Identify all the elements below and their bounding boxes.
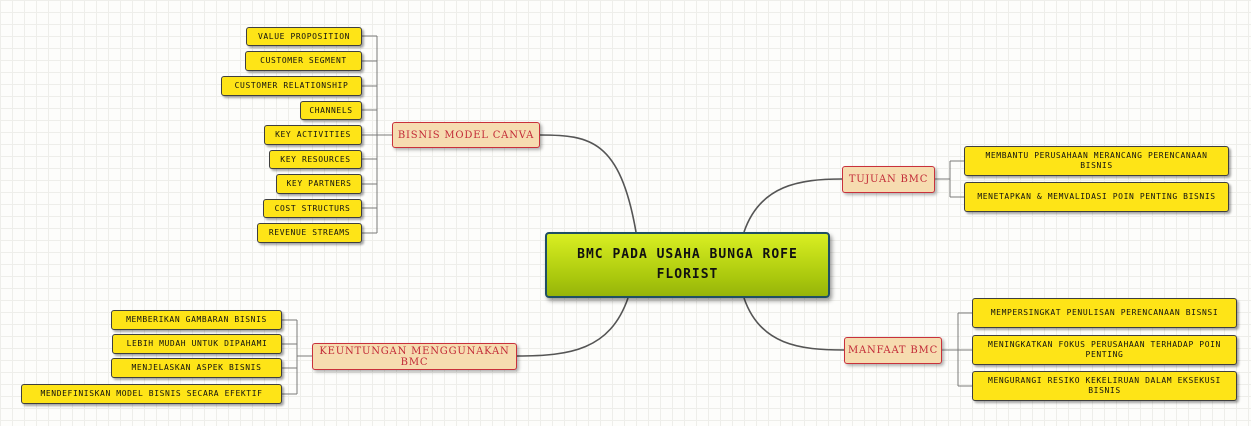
leaf-value-proposition[interactable]: VALUE PROPOSITION xyxy=(246,27,362,46)
branch-label: MANFAAT BMC xyxy=(847,345,939,356)
leaf-label: VALUE PROPOSITION xyxy=(257,31,351,41)
leaf-customer-segment[interactable]: CUSTOMER SEGMENT xyxy=(245,51,362,71)
leaf-menjelaskan-aspek-bisnis[interactable]: MENJELASKAN ASPEK BISNIS xyxy=(111,358,282,378)
branch-tujuan-bmc[interactable]: TUJUAN BMC xyxy=(842,166,935,193)
leaf-membantu-perusahaan[interactable]: MEMBANTU PERUSAHAAN MERANCANG PERENCANAA… xyxy=(964,146,1229,176)
branch-label: TUJUAN BMC xyxy=(848,174,929,185)
leaf-label: MENINGKATKAN FOKUS PERUSAHAAN TERHADAP P… xyxy=(988,340,1221,359)
root-topic[interactable]: BMC PADA USAHA BUNGA ROFE FLORIST xyxy=(545,232,830,298)
leaf-label: CUSTOMER SEGMENT xyxy=(260,56,347,65)
leaf-label: REVENUE STREAMS xyxy=(268,228,351,237)
link-root-keuntungan xyxy=(516,297,629,357)
leaf-label: COST STRUCTURS xyxy=(274,203,351,213)
leaf-mendefiniskan-model-bisnis[interactable]: MENDEFINISKAN MODEL BISNIS SECARA EFEKTI… xyxy=(21,384,282,404)
leaf-key-partners[interactable]: KEY PARTNERS xyxy=(276,174,362,194)
leaf-label: MEMBERIKAN GAMBARAN BISNIS xyxy=(126,315,267,324)
branch-bisnis-model-canva[interactable]: BISNIS MODEL CANVA xyxy=(392,122,540,148)
leaf-label: KEY PARTNERS xyxy=(286,179,352,188)
leaf-label: MENGURANGI RESIKO KEKELIRUAN DALAM EKSEK… xyxy=(988,376,1221,395)
leaf-label: LEBIH MUDAH UNTUK DIPAHAMI xyxy=(126,339,268,348)
leaf-customer-relationship[interactable]: CUSTOMER RELATIONSHIP xyxy=(221,76,362,96)
leaf-mengurangi-resiko[interactable]: MENGURANGI RESIKO KEKELIRUAN DALAM EKSEK… xyxy=(972,371,1237,401)
leaf-label: MENETAPKAN & MEMVALIDASI POIN PENTING BI… xyxy=(977,192,1216,201)
leaf-label: CHANNELS xyxy=(309,105,353,115)
leaf-menetapkan-memvalidasi[interactable]: MENETAPKAN & MEMVALIDASI POIN PENTING BI… xyxy=(964,182,1229,212)
branch-label: BISNIS MODEL CANVA xyxy=(397,129,535,141)
leaf-cost-structurs[interactable]: COST STRUCTURS xyxy=(263,199,362,218)
branch-keuntungan-menggunakan-bmc[interactable]: KEUNTUNGAN MENGGUNAKAN BMC xyxy=(312,343,517,370)
leaf-key-resources[interactable]: KEY RESOURCES xyxy=(269,150,362,169)
leaf-revenue-streams[interactable]: REVENUE STREAMS xyxy=(257,223,362,243)
leaf-label: MENDEFINISKAN MODEL BISNIS SECARA EFEKTI… xyxy=(40,389,263,398)
leaf-mempersingkat-penulisan[interactable]: MEMPERSINGKAT PENULISAN PERENCANAAN BISN… xyxy=(972,298,1237,328)
link-root-tujuan xyxy=(743,178,843,233)
branch-label: KEUNTUNGAN MENGGUNAKAN BMC xyxy=(319,345,510,368)
leaf-label: KEY RESOURCES xyxy=(280,154,351,164)
leaf-label: MENJELASKAN ASPEK BISNIS xyxy=(131,363,262,372)
leaf-label: CUSTOMER RELATIONSHIP xyxy=(234,81,349,90)
leaf-key-activities[interactable]: KEY ACTIVITIES xyxy=(264,125,362,145)
leaf-label: MEMPERSINGKAT PENULISAN PERENCANAAN BISN… xyxy=(990,308,1219,317)
link-root-bisnis xyxy=(539,134,637,233)
leaf-lebih-mudah-dipahami[interactable]: LEBIH MUDAH UNTUK DIPAHAMI xyxy=(112,334,282,354)
leaf-memberikan-gambaran-bisnis[interactable]: MEMBERIKAN GAMBARAN BISNIS xyxy=(111,310,282,330)
leaf-label: KEY ACTIVITIES xyxy=(275,130,351,139)
root-topic-label: BMC PADA USAHA BUNGA ROFE FLORIST xyxy=(577,247,798,282)
leaf-meningkatkan-fokus[interactable]: MENINGKATKAN FOKUS PERUSAHAAN TERHADAP P… xyxy=(972,335,1237,365)
link-root-manfaat xyxy=(743,297,845,351)
leaf-channels[interactable]: CHANNELS xyxy=(300,101,362,120)
branch-manfaat-bmc[interactable]: MANFAAT BMC xyxy=(844,337,942,364)
leaf-label: MEMBANTU PERUSAHAAN MERANCANG PERENCANAA… xyxy=(985,151,1208,170)
